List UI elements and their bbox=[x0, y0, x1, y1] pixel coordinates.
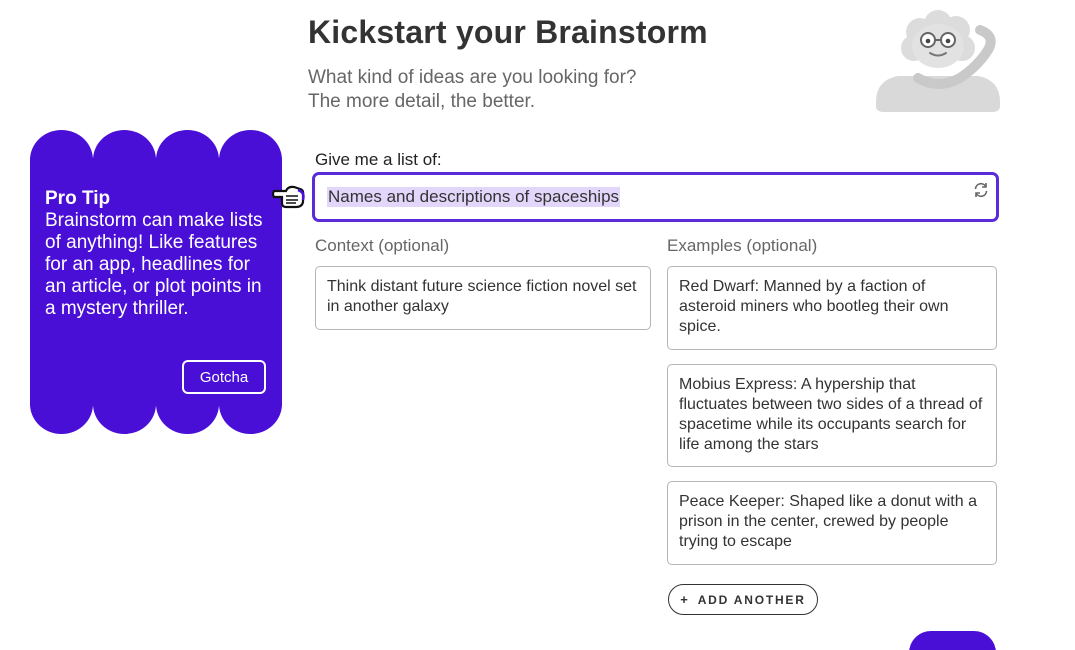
context-input[interactable]: Think distant future science fiction nov… bbox=[315, 266, 651, 330]
list-field-label: Give me a list of: bbox=[315, 150, 442, 169]
mascot-icon bbox=[876, 10, 1000, 112]
refresh-icon[interactable] bbox=[972, 181, 990, 199]
context-label: Context (optional) bbox=[315, 236, 450, 255]
list-input-value[interactable]: Names and descriptions of spaceships bbox=[327, 187, 621, 207]
pro-tip-text: Brainstorm can make lists of anything! L… bbox=[45, 210, 263, 319]
page-subtitle: What kind of ideas are you looking for? … bbox=[308, 66, 636, 114]
list-input[interactable]: Names and descriptions of spaceships bbox=[312, 172, 999, 222]
examples-label: Examples (optional) bbox=[667, 236, 818, 255]
page-title: Kickstart your Brainstorm bbox=[308, 14, 708, 50]
subtitle-line-2: The more detail, the better. bbox=[308, 91, 536, 112]
add-another-label: ADD ANOTHER bbox=[697, 592, 806, 607]
plus-icon: + bbox=[680, 592, 690, 607]
example-input-3[interactable]: Peace Keeper: Shaped like a donut with a… bbox=[667, 481, 997, 565]
start-button[interactable]: Start bbox=[909, 631, 996, 650]
gotcha-button[interactable]: Gotcha bbox=[182, 360, 266, 394]
subtitle-line-1: What kind of ideas are you looking for? bbox=[308, 67, 637, 88]
add-another-button[interactable]: + ADD ANOTHER bbox=[668, 584, 818, 615]
pro-tip-title: Pro Tip bbox=[45, 188, 111, 209]
example-input-1[interactable]: Red Dwarf: Manned by a faction of astero… bbox=[667, 266, 997, 350]
pointing-hand-icon bbox=[272, 185, 305, 209]
example-input-2[interactable]: Mobius Express: A hypership that fluctua… bbox=[667, 364, 997, 467]
pro-tip-card: Pro Tip Brainstorm can make lists of any… bbox=[30, 130, 282, 434]
